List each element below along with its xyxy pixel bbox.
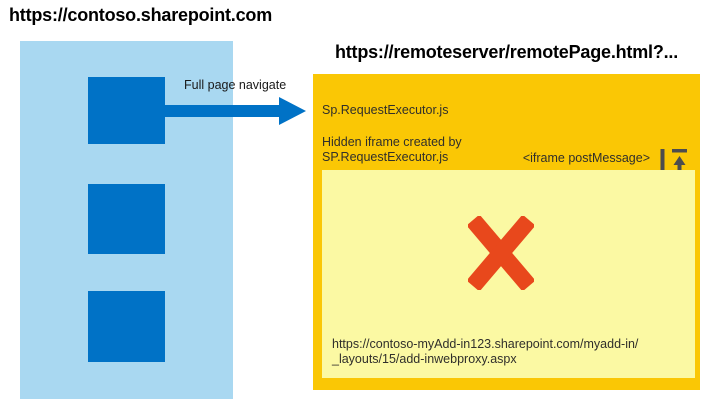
page-content-block bbox=[88, 291, 165, 362]
page-content-block bbox=[88, 184, 165, 254]
hidden-iframe-note-line1: Hidden iframe created by bbox=[322, 135, 462, 149]
iframe-url-line2: _layouts/15/add-inwebproxy.aspx bbox=[332, 352, 517, 366]
hidden-iframe-note: Hidden iframe created by SP.RequestExecu… bbox=[322, 135, 462, 165]
iframe-url: https://contoso-myAdd-in123.sharepoint.c… bbox=[332, 337, 638, 367]
full-page-navigate-label: Full page navigate bbox=[184, 78, 287, 92]
hidden-iframe-note-line2: SP.RequestExecutor.js bbox=[322, 150, 449, 164]
blocked-x-icon bbox=[468, 216, 534, 290]
remote-page-panel: Sp.RequestExecutor.js Hidden iframe crea… bbox=[313, 74, 700, 390]
page-content-block bbox=[88, 77, 165, 144]
iframe-postmessage-label: <iframe postMessage> bbox=[522, 151, 650, 165]
remote-page-title: https://remoteserver/remotePage.html?... bbox=[334, 42, 679, 62]
hidden-iframe-panel: https://contoso-myAdd-in123.sharepoint.c… bbox=[322, 170, 695, 378]
sharepoint-domain-title: https://contoso.sharepoint.com bbox=[9, 5, 273, 25]
right-arrow-icon bbox=[165, 97, 306, 125]
request-executor-label: Sp.RequestExecutor.js bbox=[322, 103, 449, 117]
sharepoint-page-panel bbox=[20, 41, 233, 399]
iframe-url-line1: https://contoso-myAdd-in123.sharepoint.c… bbox=[332, 337, 639, 351]
